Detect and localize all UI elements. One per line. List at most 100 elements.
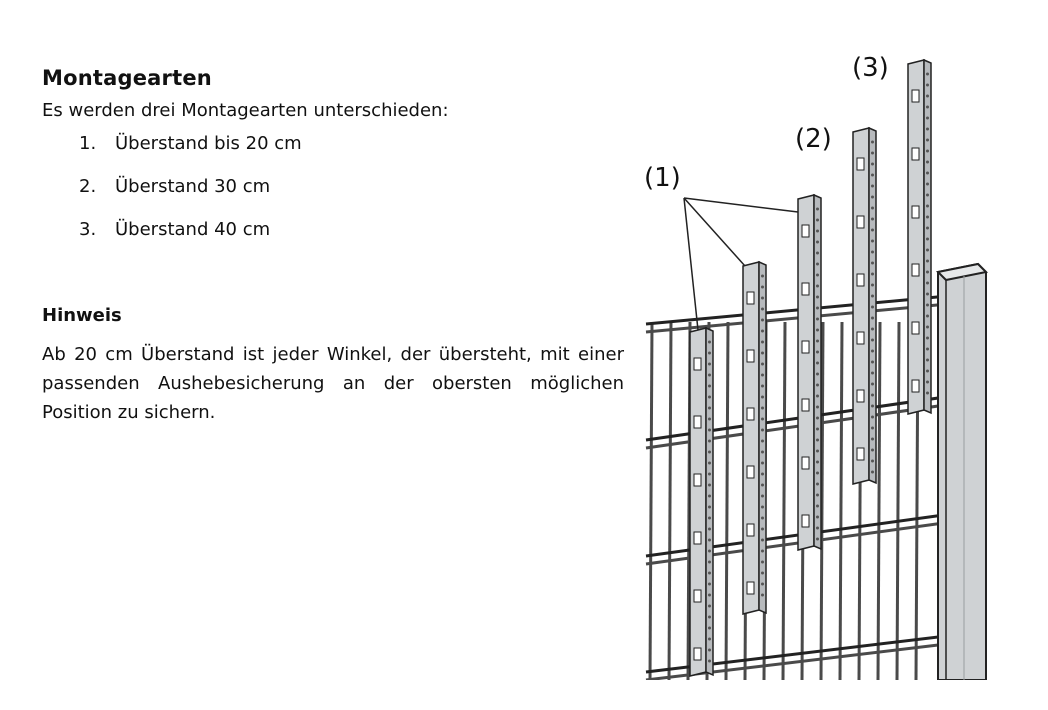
bracket-slot: [856, 447, 865, 461]
bracket-hole: [871, 250, 874, 254]
bracket-hole: [871, 470, 874, 474]
bracket-slot: [801, 456, 810, 470]
post-body: [937, 262, 987, 680]
bracket-hole: [871, 393, 874, 397]
bracket-hole: [708, 362, 711, 366]
bracket-slot: [856, 331, 865, 345]
bracket-hole: [708, 461, 711, 465]
bracket-hole: [761, 329, 764, 333]
leader-line: [683, 197, 699, 331]
bracket-hole: [926, 226, 929, 230]
bracket-face: [852, 127, 870, 485]
bracket-hole: [926, 248, 929, 252]
bracket-slot: [693, 647, 702, 661]
fence-post: [935, 262, 989, 680]
bracket-slot: [746, 523, 755, 537]
bracket-hole: [871, 426, 874, 430]
bracket-hole: [926, 204, 929, 208]
bracket-hole: [761, 285, 764, 289]
bracket-hole: [816, 317, 819, 321]
bracket-hole: [816, 207, 819, 211]
bracket-hole: [708, 505, 711, 509]
bracket-hole: [761, 362, 764, 366]
bracket-hole: [708, 593, 711, 597]
bracket-slot: [693, 531, 702, 545]
bracket-hole: [816, 284, 819, 288]
bracket-slot: [856, 215, 865, 229]
bracket-hole: [871, 239, 874, 243]
mesh-vertical-wire: [819, 321, 825, 680]
fence-illustration: (1) (2) (3): [640, 40, 1048, 680]
bracket-hole: [871, 151, 874, 155]
bracket-hole: [708, 659, 711, 663]
bracket-hole: [761, 318, 764, 322]
bracket-hole: [871, 459, 874, 463]
bracket-hole: [708, 549, 711, 553]
bracket-slot: [856, 273, 865, 287]
bracket-hole: [926, 358, 929, 362]
list-item: 1. Überstand bis 20 cm: [79, 133, 624, 176]
bracket-slot: [911, 205, 920, 219]
bracket-slot: [693, 357, 702, 371]
bracket-hole: [871, 382, 874, 386]
bracket-hole: [816, 493, 819, 497]
note-heading: Hinweis: [42, 305, 122, 326]
bracket-hole: [926, 259, 929, 263]
bracket-hole: [926, 127, 929, 131]
callout-label-3: (3): [852, 53, 889, 83]
mesh-vertical-wire: [876, 321, 882, 680]
bracket-face: [797, 194, 815, 551]
bracket-hole: [761, 373, 764, 377]
bracket-hole: [708, 483, 711, 487]
bracket-hole: [761, 527, 764, 531]
bracket-hole: [761, 274, 764, 278]
bracket-hole: [816, 339, 819, 343]
bracket-slot: [911, 321, 920, 335]
bracket-hole: [926, 347, 929, 351]
bracket-hole: [761, 571, 764, 575]
bracket-hole: [816, 361, 819, 365]
bracket-hole: [761, 384, 764, 388]
mesh-vertical-wire: [667, 321, 673, 680]
bracket-hole: [871, 437, 874, 441]
bracket-hole: [708, 538, 711, 542]
bracket-hole: [816, 405, 819, 409]
bracket-hole: [816, 537, 819, 541]
bracket-hole: [708, 494, 711, 498]
bracket-hole: [761, 439, 764, 443]
bracket-hole: [708, 340, 711, 344]
bracket-slot: [801, 224, 810, 238]
bracket-hole: [708, 450, 711, 454]
bracket-hole: [708, 516, 711, 520]
bracket-hole: [871, 294, 874, 298]
bracket-hole: [761, 395, 764, 399]
bracket-hole: [816, 218, 819, 222]
bracket-slot: [801, 282, 810, 296]
bracket-hole: [871, 272, 874, 276]
bracket-hole: [926, 105, 929, 109]
bracket-hole: [871, 162, 874, 166]
bracket-hole: [816, 427, 819, 431]
bracket-hole: [708, 637, 711, 641]
mesh-vertical-wire: [648, 321, 654, 680]
bracket-hole: [761, 472, 764, 476]
bracket-hole: [816, 383, 819, 387]
bracket-hole: [761, 538, 764, 542]
list-text: Überstand 40 cm: [115, 219, 271, 240]
bracket-hole: [708, 472, 711, 476]
bracket-hole: [816, 504, 819, 508]
bracket-slot: [693, 415, 702, 429]
bracket-hole: [926, 94, 929, 98]
bracket-hole: [816, 372, 819, 376]
bracket-slot: [801, 340, 810, 354]
bracket-slot: [746, 407, 755, 421]
list-number: 2.: [79, 176, 97, 197]
bracket-hole: [761, 461, 764, 465]
mesh-vertical-wire: [781, 321, 787, 680]
bracket-hole: [871, 173, 874, 177]
bracket-hole: [761, 483, 764, 487]
bracket-hole: [761, 505, 764, 509]
bracket-hole: [871, 261, 874, 265]
page-title: Montagearten: [42, 66, 212, 90]
bracket-hole: [708, 626, 711, 630]
